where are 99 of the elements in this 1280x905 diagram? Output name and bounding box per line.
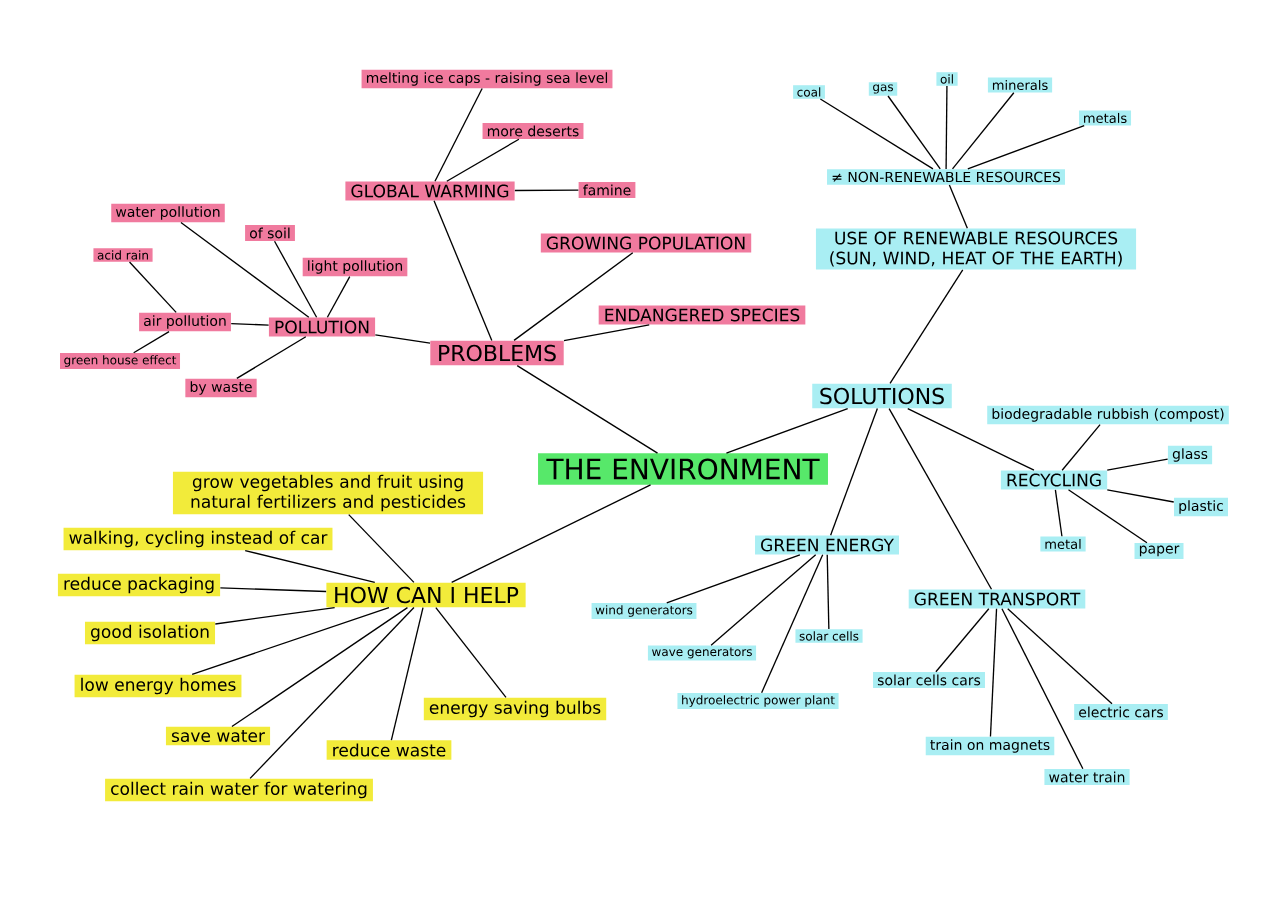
- topic-box: plastic: [1174, 497, 1228, 517]
- topic-box: hydroelectric power plant: [677, 693, 839, 709]
- connector-line: [951, 92, 1015, 170]
- topic-box: wind generators: [591, 603, 697, 619]
- topic-box: collect rain water for watering: [105, 778, 373, 802]
- connector-line: [231, 606, 409, 728]
- topic-box: reduce waste: [326, 740, 452, 760]
- topic-box: water train: [1044, 769, 1130, 785]
- topic-box: electric cars: [1074, 704, 1168, 720]
- topic-box: walking, cycling instead of car: [63, 527, 333, 551]
- topic-box: minerals: [987, 77, 1053, 93]
- connector-line: [945, 85, 948, 170]
- topic-box: low energy homes: [74, 674, 242, 698]
- connector-line: [435, 606, 507, 699]
- topic-box: gas: [868, 82, 898, 96]
- connector-line: [1054, 489, 1063, 537]
- connector-line: [236, 336, 307, 380]
- connector-line: [1067, 489, 1148, 544]
- topic-box: ≠ NON-RENEWABLE RESOURCES: [827, 169, 1065, 185]
- topic-box: save water: [165, 726, 271, 746]
- topic-box: green house effect: [60, 353, 180, 369]
- topic-box: HOW CAN I HELP: [326, 582, 526, 608]
- topic-box: energy saving bulbs: [423, 697, 607, 721]
- topic-box: wave generators: [647, 645, 757, 661]
- topic-box: GREEN ENERGY: [755, 535, 899, 555]
- topic-box: air pollution: [139, 312, 231, 332]
- connector-line: [1007, 608, 1113, 705]
- central-topic-box: THE ENVIRONMENT: [538, 453, 828, 485]
- topic-box: oil: [936, 72, 958, 86]
- connector-line: [451, 484, 652, 584]
- topic-box: by waste: [185, 378, 257, 398]
- topic-box: PROBLEMS: [430, 340, 564, 366]
- topic-box: grow vegetables and fruit using natural fertilizers and pesticides: [172, 471, 484, 515]
- connector-line: [219, 587, 327, 593]
- connector-line: [1106, 458, 1169, 471]
- topic-box: ENDANGERED SPECIES: [598, 305, 806, 325]
- connector-line: [887, 95, 941, 170]
- topic-box: paper: [1134, 543, 1184, 559]
- connector-line: [433, 200, 493, 342]
- topic-box: acid rain: [93, 248, 153, 262]
- connector-line: [513, 252, 634, 342]
- topic-box: POLLUTION: [268, 317, 376, 337]
- topic-box: of soil: [245, 225, 295, 241]
- connector-line: [514, 189, 579, 192]
- topic-box: GLOBAL WARMING: [345, 181, 515, 201]
- topic-box: light pollution: [302, 257, 408, 277]
- topic-box: train on magnets: [925, 736, 1055, 756]
- topic-box: GROWING POPULATION: [540, 233, 752, 253]
- connector-line: [191, 606, 390, 676]
- topic-box: solar cells: [795, 629, 863, 643]
- connector-line: [989, 608, 998, 738]
- connector-line: [374, 334, 431, 344]
- connector-line: [907, 407, 1035, 471]
- connector-line: [180, 221, 310, 318]
- connector-line: [710, 554, 817, 646]
- connector-line: [214, 606, 336, 625]
- connector-line: [666, 554, 801, 604]
- connector-line: [230, 323, 270, 326]
- connector-line: [967, 125, 1085, 170]
- connector-line: [516, 364, 659, 454]
- connector-line: [390, 606, 424, 741]
- connector-line: [434, 87, 483, 182]
- connector-line: [128, 261, 177, 314]
- connector-line: [888, 407, 993, 590]
- topic-box: coal: [793, 85, 825, 99]
- topic-box: more deserts: [482, 123, 584, 139]
- topic-box: USE OF RENEWABLE RESOURCES (SUN, WIND, HEAT OF THE EARTH): [815, 228, 1137, 270]
- connector-line: [725, 407, 849, 454]
- topic-box: famine: [578, 182, 636, 198]
- topic-box: glass: [1167, 445, 1213, 465]
- connector-line: [133, 330, 170, 354]
- connector-line: [819, 98, 934, 170]
- topic-box: water pollution: [111, 203, 225, 223]
- connector-line: [326, 275, 351, 318]
- topic-box: SOLUTIONS: [812, 383, 952, 409]
- connector-line: [273, 240, 318, 318]
- connector-line: [826, 554, 830, 630]
- topic-box: reduce packaging: [57, 573, 221, 597]
- connector-line: [1106, 489, 1175, 503]
- topic-box: metals: [1079, 110, 1132, 126]
- topic-box: melting ice caps - raising sea level: [361, 69, 613, 89]
- connector-line: [829, 407, 879, 536]
- topic-box: metal: [1040, 536, 1086, 552]
- connector-line: [563, 324, 650, 342]
- connector-line: [889, 269, 964, 385]
- connector-line: [1001, 608, 1084, 770]
- connector-line: [948, 184, 968, 229]
- topic-box: biodegradable rubbish (compost): [987, 405, 1229, 425]
- topic-box: GREEN TRANSPORT: [908, 589, 1086, 609]
- connector-line: [760, 554, 824, 694]
- topic-box: good isolation: [84, 621, 216, 645]
- connector-line: [935, 608, 990, 673]
- topic-box: solar cells cars: [873, 672, 985, 688]
- connector-line: [249, 606, 415, 780]
- connector-line: [244, 549, 376, 584]
- connector-line: [1061, 423, 1101, 471]
- connector-line: [446, 138, 520, 182]
- topic-box: RECYCLING: [1000, 470, 1108, 490]
- connector-line: [348, 513, 415, 584]
